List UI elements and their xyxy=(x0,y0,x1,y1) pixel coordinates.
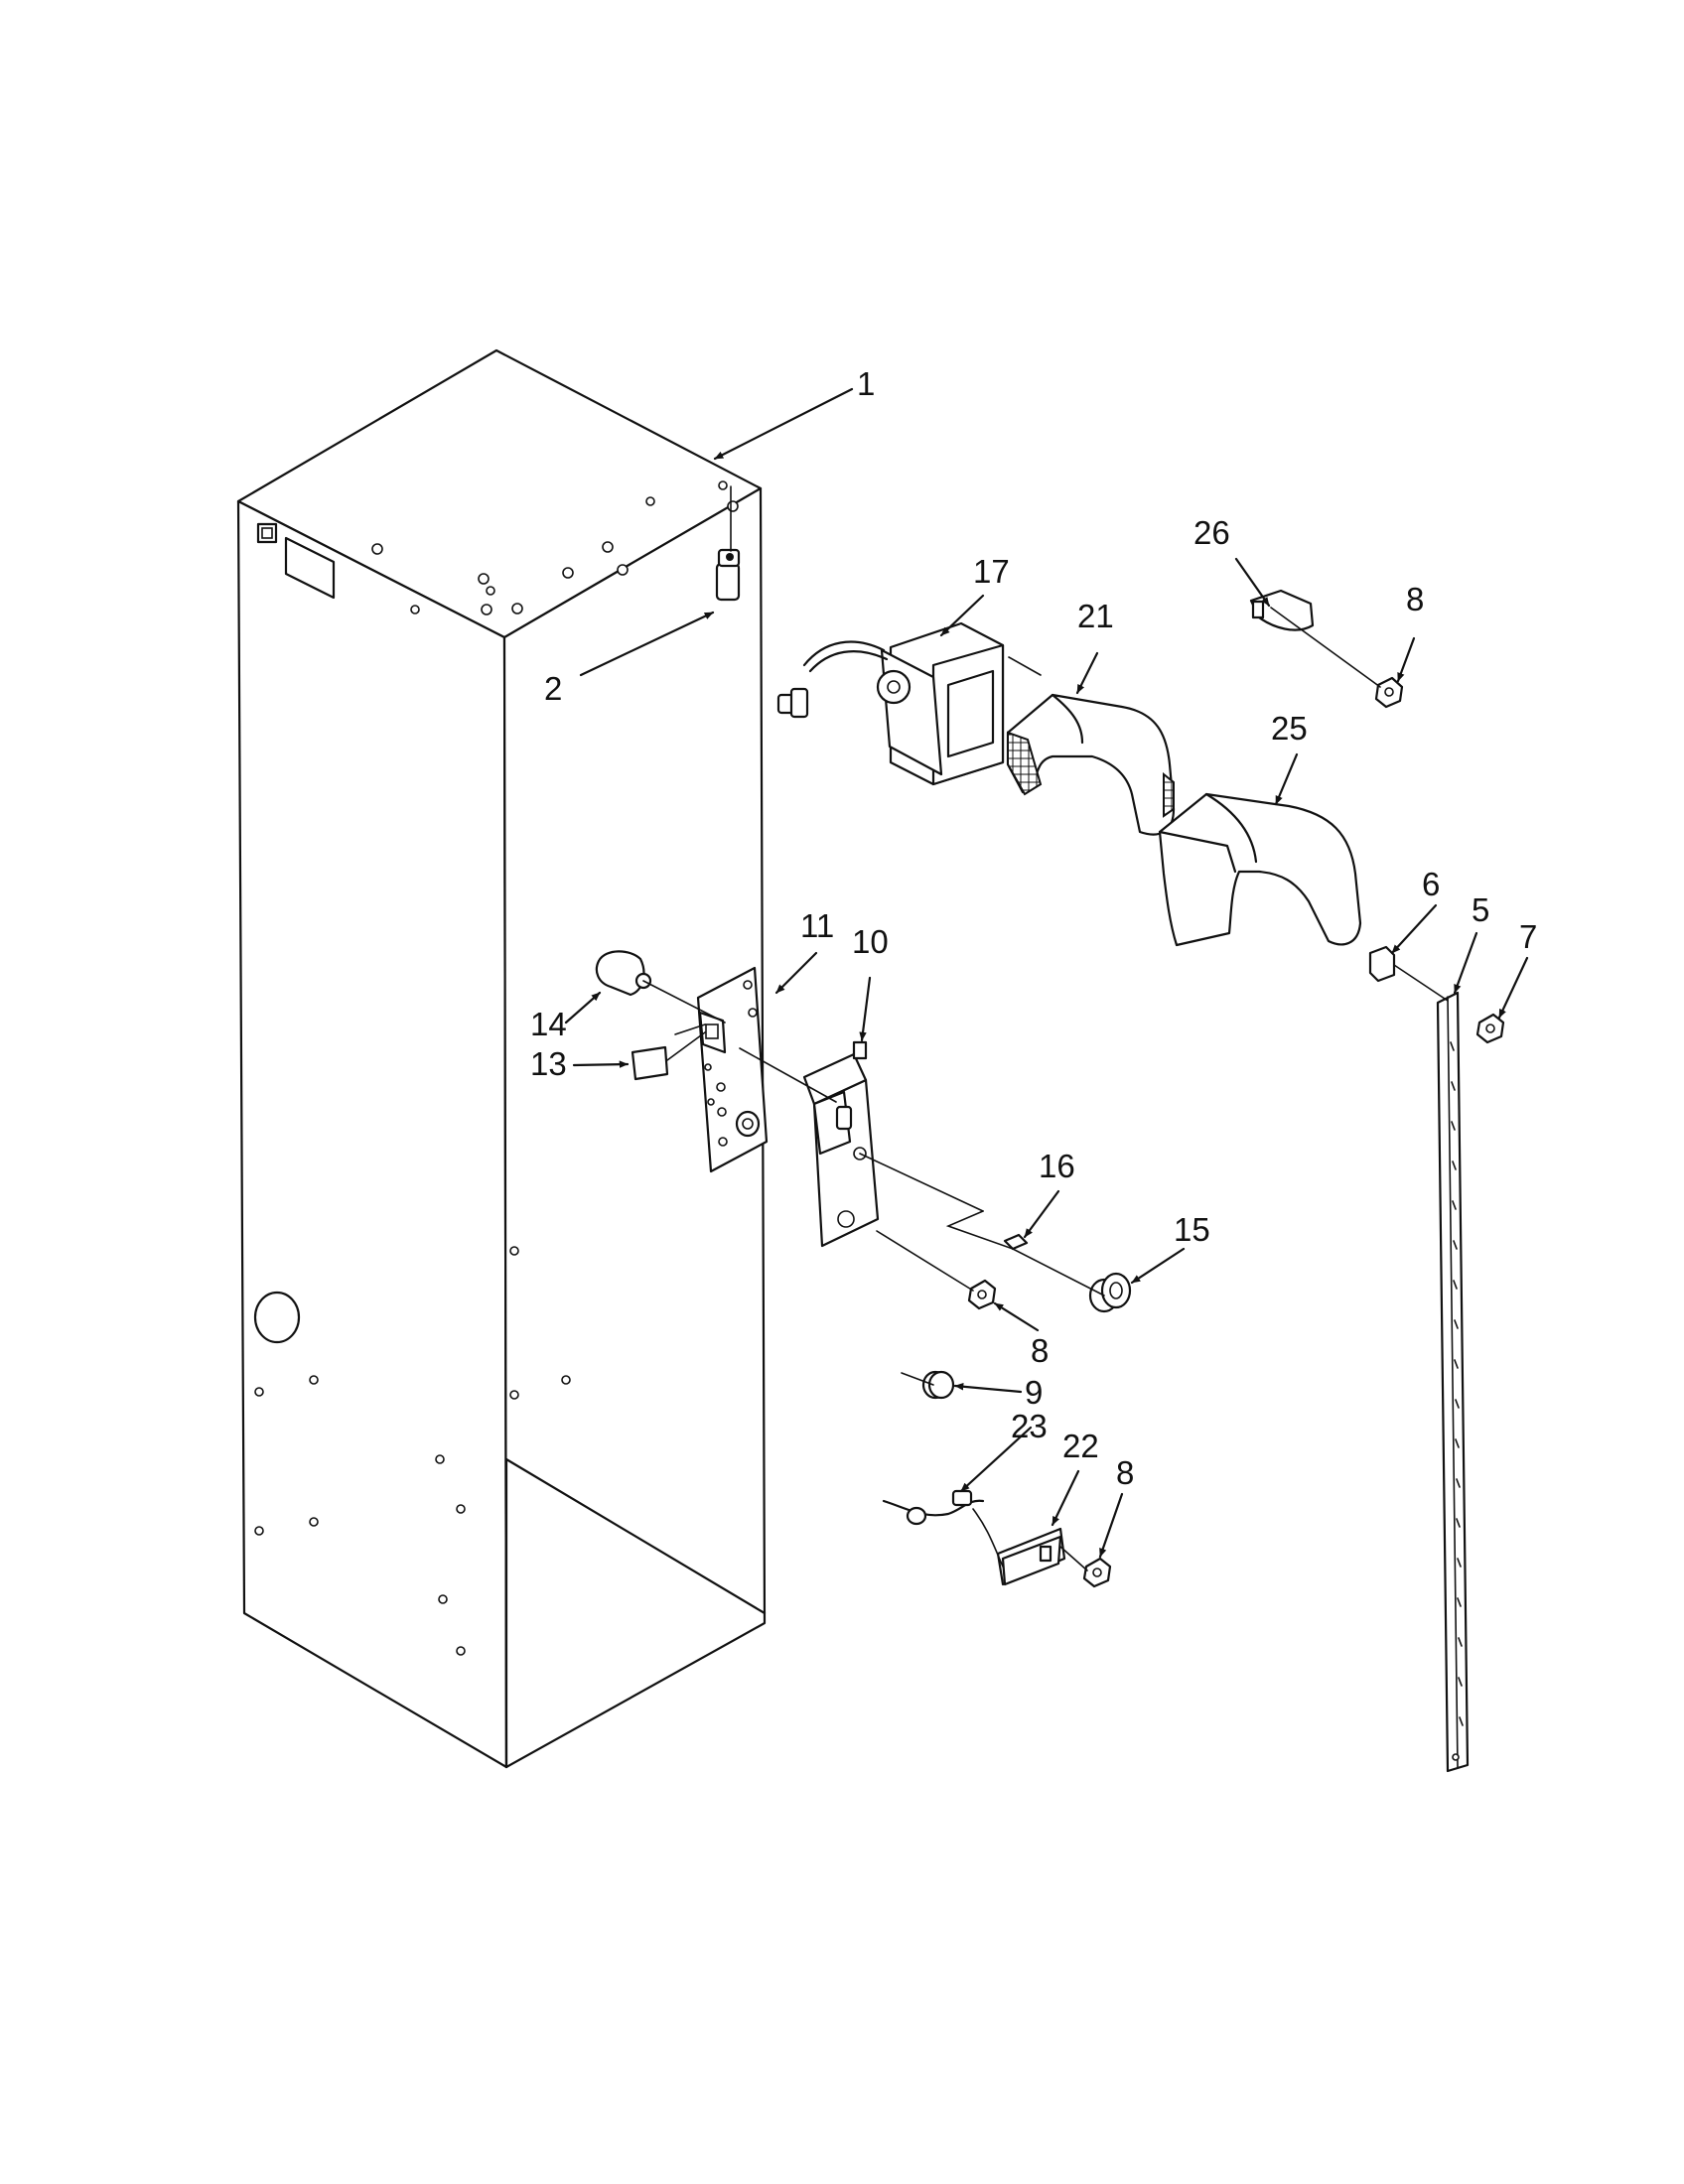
callout-8-top: 8 xyxy=(1406,581,1424,617)
callout-26: 26 xyxy=(1193,514,1230,551)
callout-13: 13 xyxy=(530,1045,567,1082)
part-21-air-duct xyxy=(1006,693,1176,836)
part-8-screw-b xyxy=(967,1279,997,1310)
part-9-plug xyxy=(921,1370,955,1400)
part-2-pin xyxy=(715,548,741,602)
strip-slots xyxy=(1450,1041,1464,1726)
callout-5: 5 xyxy=(1472,891,1489,928)
callout-1: 1 xyxy=(857,365,875,402)
part-10-bracket xyxy=(802,1040,880,1248)
callout-2: 2 xyxy=(544,670,562,707)
callout-6: 6 xyxy=(1422,866,1440,902)
callout-7: 7 xyxy=(1519,918,1537,955)
left-face-holes xyxy=(253,1291,466,1656)
callout-21: 21 xyxy=(1077,598,1114,634)
assembly-lines xyxy=(642,485,1449,1571)
part-11-hinge-plate xyxy=(696,966,769,1173)
callout-8-middle: 8 xyxy=(1031,1332,1049,1369)
callout-9: 9 xyxy=(1025,1374,1043,1411)
callout-22: 22 xyxy=(1062,1428,1099,1464)
callout-10: 10 xyxy=(852,923,889,960)
callout-23: 23 xyxy=(1011,1408,1048,1444)
callout-15: 15 xyxy=(1174,1211,1210,1248)
callout-17: 17 xyxy=(973,553,1010,590)
part-5-strip xyxy=(1436,991,1470,1773)
right-face-holes xyxy=(509,1246,571,1400)
part-26-clip xyxy=(1249,589,1315,631)
part-15-bushing xyxy=(1088,1272,1132,1313)
callout-14: 14 xyxy=(530,1006,567,1042)
part-25-duct-cover xyxy=(1158,792,1362,947)
callout-leaders xyxy=(564,387,1529,1559)
part-22-switch xyxy=(996,1527,1066,1586)
callout-16: 16 xyxy=(1039,1148,1075,1184)
part-6-clip xyxy=(1368,945,1396,983)
part-13-pad xyxy=(631,1045,669,1081)
callout-labels: 1 2 5 6 7 8 8 8 9 10 11 13 14 15 16 17 2… xyxy=(530,365,1537,1491)
part-8-screw-a xyxy=(1374,676,1404,709)
callout-11: 11 xyxy=(800,907,834,944)
callout-25: 25 xyxy=(1271,710,1308,747)
part-7-screw xyxy=(1475,1013,1505,1044)
part-17-fan-assembly xyxy=(776,621,1042,786)
refrigerator-cabinet xyxy=(236,348,767,1769)
part-8-screw-c xyxy=(1082,1557,1112,1588)
part-23-connector xyxy=(882,1489,985,1526)
part-16-nut xyxy=(1003,1233,1029,1251)
callout-8-bottom: 8 xyxy=(1116,1454,1134,1491)
